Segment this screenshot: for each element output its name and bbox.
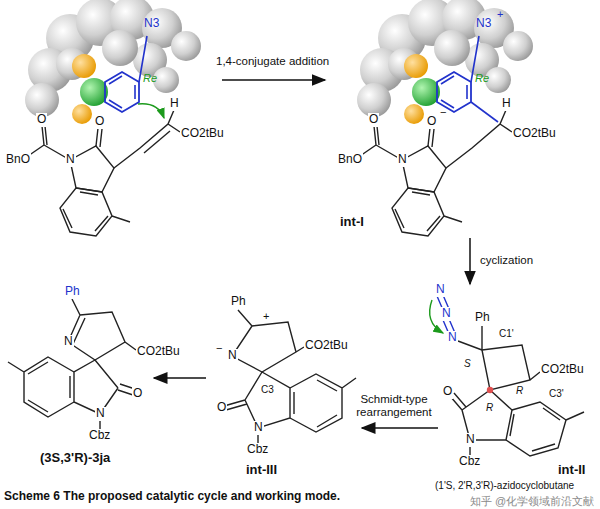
product-structure [8, 299, 138, 430]
atom-label: R [516, 385, 523, 397]
catalyst-spheres [25, 0, 201, 124]
atom-label: Cbz [246, 443, 269, 457]
atom-label: CO2tBu [304, 339, 349, 353]
new-bond [471, 102, 498, 122]
atom-label: BnO [337, 153, 363, 167]
atom-label: N [397, 153, 408, 167]
atom-label: N [95, 407, 106, 421]
compound-label: int-I [340, 215, 364, 230]
atom-label: N [435, 283, 446, 297]
atom-label: N [227, 349, 238, 363]
atom-label: CO2tBu [540, 363, 585, 377]
atom-label: N3 [476, 17, 491, 31]
atom-label: O [216, 401, 227, 415]
compound-label: int-III [246, 463, 277, 478]
atom-label: N [441, 307, 452, 321]
atom-label: H [169, 97, 180, 111]
substrate-skeleton [28, 110, 180, 236]
catalyst-substrate-complex [25, 0, 201, 236]
catalyst-spheres [357, 0, 533, 124]
reaction-arrow [362, 427, 438, 429]
oxindole-ring [224, 372, 290, 444]
atom-label: O [368, 113, 379, 127]
spiro-center-dot [487, 387, 493, 393]
atom-label: H [501, 97, 512, 111]
atom-label: − [216, 342, 222, 355]
atom-label: + [263, 310, 269, 323]
scheme-caption: Scheme 6 The proposed catalytic cycle an… [4, 490, 340, 504]
atom-label: S [464, 358, 471, 370]
atom-label: CO2tBu [512, 127, 557, 141]
watermark: 知乎 @化学领域前沿文献 [470, 495, 594, 508]
atom-label: 1,4-conjugate addition [216, 55, 329, 68]
atom-label: Cbz [458, 455, 481, 469]
double-bond [144, 131, 170, 153]
atom-label: O [94, 115, 105, 129]
atom-label: CO2tBu [136, 345, 181, 359]
reaction-arrow [222, 79, 325, 81]
atom-label: C1' [499, 328, 514, 340]
int-iii-structure [224, 310, 356, 444]
atom-label: O [36, 113, 47, 127]
atom-label: N [447, 331, 458, 345]
benzene-ring [506, 402, 584, 456]
oxindole-ring [74, 360, 138, 430]
int-ii-structure [430, 295, 584, 456]
atom-label: Ph [64, 285, 81, 299]
atom-label: + [497, 8, 503, 21]
oxindole-ring [450, 390, 512, 455]
atom-label: R [486, 402, 493, 414]
benzene-ring [8, 357, 74, 417]
atom-label: C3 [261, 384, 274, 396]
atom-label: N [465, 433, 476, 447]
atom-label: (1'S, 2'R,3'R)-azidocyclobutane [435, 480, 574, 492]
int-i-structure [357, 0, 533, 236]
atom-label: N [65, 153, 76, 167]
atom-label: N [253, 421, 264, 435]
atom-label: N [63, 335, 74, 349]
atom-label: O [426, 115, 437, 129]
atom-label: Schmidt-type rearrangement [351, 393, 437, 419]
atom-label: Cbz [88, 429, 111, 443]
atom-label: O [442, 385, 453, 399]
atom-label: cyclization [480, 254, 533, 267]
atom-label: CO2tBu [180, 127, 225, 141]
bond [458, 326, 482, 350]
reaction-arrow [469, 238, 471, 284]
cyclobutane-ring [482, 345, 540, 390]
atom-label: BnO [5, 153, 31, 167]
re-face-arrow [138, 104, 164, 118]
atom-label: − [440, 106, 446, 119]
atom-label: Ph [474, 311, 491, 325]
compound-label: int-II [558, 463, 585, 478]
intermediate-skeleton [360, 110, 512, 236]
compound-label: (3S,3'R)-3ja [40, 451, 110, 466]
atom-label: O [132, 387, 143, 401]
bicyclic-ring [232, 310, 304, 372]
reaction-arrow [154, 377, 206, 379]
pyrroline-ring [68, 299, 136, 360]
atom-label: N3 [144, 17, 159, 31]
atom-label: C3' [549, 388, 564, 400]
reaction-arrows [154, 80, 470, 428]
benzene-ring [290, 374, 356, 432]
atom-label: Re [143, 72, 157, 85]
atom-label: Re [475, 72, 489, 85]
atom-label: Ph [230, 295, 247, 309]
azide-bonds [437, 295, 455, 334]
